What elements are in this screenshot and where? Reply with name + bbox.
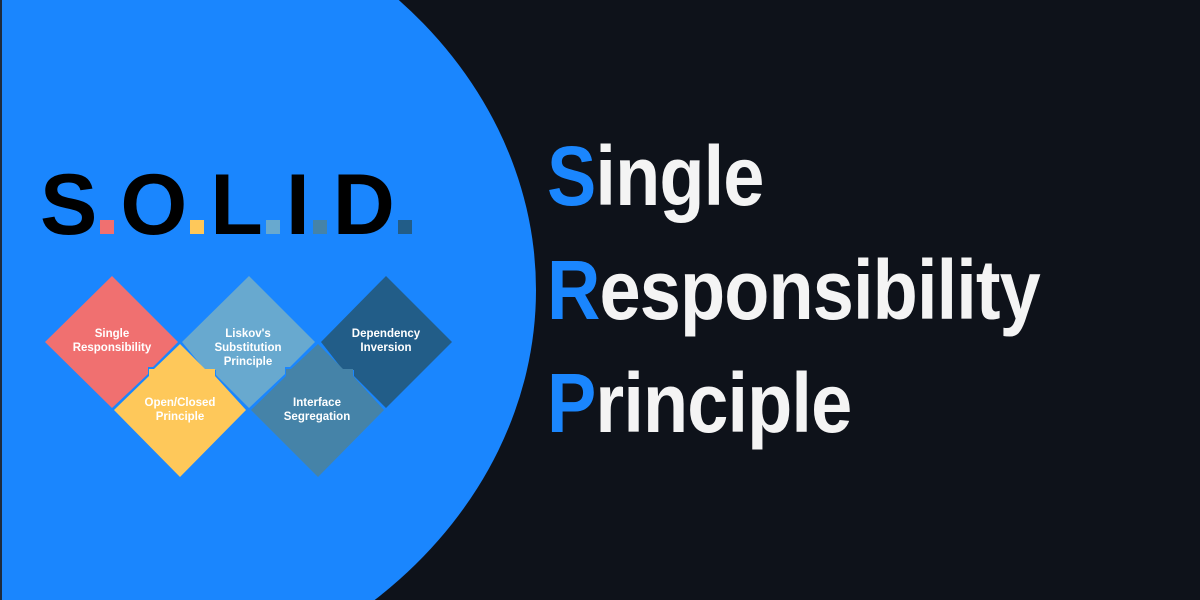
logo-letter-i: I: [285, 157, 310, 253]
headline-word-rest: esponsibility: [599, 243, 1041, 337]
headline-line-principle: Principle: [547, 361, 852, 445]
headline-word-rest: rinciple: [595, 356, 852, 450]
logo-letter-o: O: [120, 157, 187, 253]
headline-word-rest: ingle: [595, 129, 764, 223]
label-open-closed: Open/Closed Principle: [144, 397, 216, 423]
headline-initial-s: S: [547, 129, 596, 223]
headline-line-single: Single: [547, 134, 764, 218]
label-liskov: Liskov's Substitution Principle: [214, 328, 282, 368]
tile-open-closed: [114, 344, 246, 477]
logo-letter-l: L: [210, 157, 263, 253]
logo-dot-navy: [397, 220, 412, 234]
label-single-responsibility: Single Responsibility: [72, 328, 152, 354]
left-edge-strip: [0, 0, 2, 600]
tile-single-responsibility: [45, 276, 178, 408]
label-dependency-inversion: Dependency Inversion: [351, 328, 421, 354]
logo-dot-steelblue: [312, 220, 327, 234]
tile-dependency-inversion: [321, 276, 452, 408]
logo-dot-red: [100, 220, 115, 234]
logo-letter-d: D: [332, 157, 395, 253]
headline-initial-r: R: [547, 243, 600, 337]
logo-dot-yellow: [190, 220, 205, 234]
tile-interface-segregation: [251, 344, 384, 477]
logo-letter-s: S: [40, 157, 97, 253]
headline-initial-p: P: [547, 356, 596, 450]
tile-liskov: [182, 276, 315, 408]
logo-dot-lightblue: [265, 220, 280, 234]
label-interface-segregation: Interface Segregation: [283, 397, 351, 423]
headline-line-responsibility: Responsibility: [547, 248, 1041, 332]
